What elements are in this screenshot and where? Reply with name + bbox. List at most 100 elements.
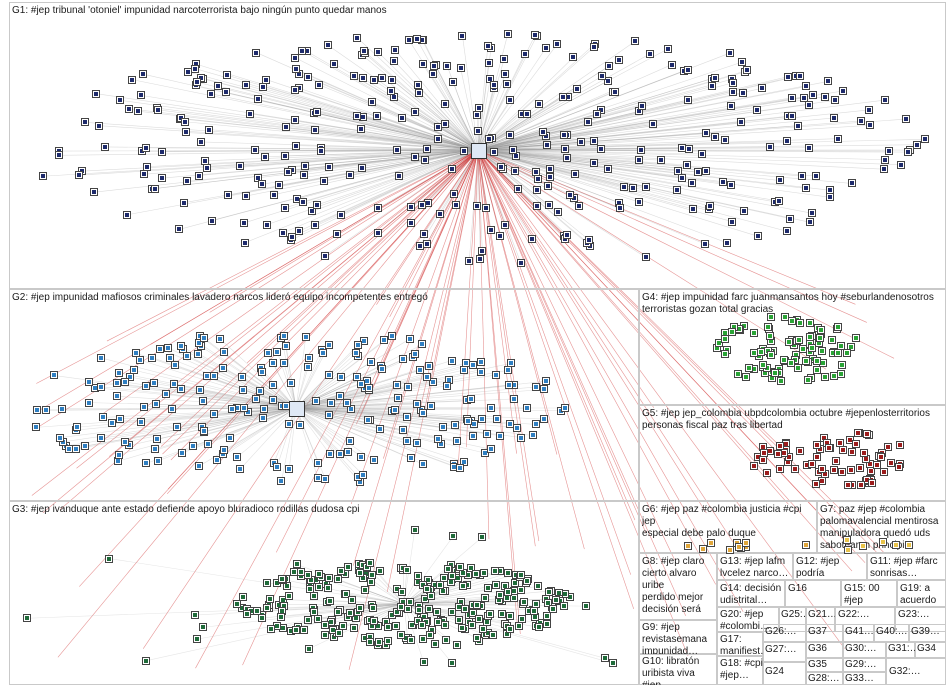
network-node [192, 635, 201, 644]
network-node [449, 78, 458, 86]
edge [391, 79, 479, 151]
network-node [506, 131, 515, 140]
network-node [315, 569, 324, 578]
network-node [294, 227, 303, 236]
edge [382, 77, 479, 151]
edge [223, 351, 297, 409]
edge [100, 357, 297, 409]
network-node [804, 100, 813, 109]
network-node [392, 621, 401, 630]
network-node [452, 641, 461, 650]
network-node [448, 607, 457, 616]
network-node [383, 623, 392, 632]
network-node [440, 100, 449, 109]
edge [282, 149, 479, 234]
network-node [269, 380, 278, 389]
edge [477, 117, 835, 151]
network-node [727, 181, 736, 190]
network-node [683, 95, 692, 104]
edge [195, 85, 479, 151]
edge-cross-group [477, 149, 789, 505]
network-node [179, 198, 188, 207]
network-node [369, 75, 378, 84]
group-label-g24: G24 [765, 666, 784, 677]
edge [274, 149, 479, 195]
edge [403, 569, 408, 605]
network-node [852, 439, 861, 448]
group-label-g6: G6: #jep paz #colombia justicia #cpi jep… [642, 504, 802, 539]
network-node [260, 404, 269, 413]
group-label-g35: G35 [808, 659, 827, 670]
edge [477, 138, 838, 151]
network-node [324, 41, 333, 50]
network-node [532, 420, 541, 429]
edge [301, 50, 479, 151]
network-node [737, 118, 746, 127]
network-node [376, 425, 385, 434]
network-node [391, 46, 400, 55]
network-node [291, 625, 300, 634]
edge [477, 149, 579, 207]
edge [295, 407, 562, 411]
network-node [236, 465, 245, 474]
edge-cross-group [246, 149, 479, 364]
edge [295, 407, 374, 461]
network-node [321, 474, 330, 483]
edge [328, 149, 479, 168]
edge [477, 149, 558, 213]
edge [187, 355, 297, 409]
network-node [436, 210, 445, 219]
edge-cross-group [100, 149, 479, 416]
network-node [426, 630, 435, 639]
edge [295, 365, 381, 409]
network-node [177, 384, 186, 393]
panel-g29 [843, 658, 886, 672]
network-node [459, 366, 468, 375]
network-node [243, 407, 252, 416]
edge [295, 407, 424, 414]
network-node [880, 467, 889, 476]
panel-g10 [639, 654, 717, 685]
edge [371, 101, 479, 151]
edge [403, 603, 586, 607]
network-node [757, 84, 766, 93]
network-node [288, 233, 297, 242]
network-node [136, 91, 145, 100]
network-node [597, 72, 606, 81]
network-node [857, 116, 866, 125]
edge [154, 382, 297, 409]
edge [203, 407, 297, 433]
network-node [143, 162, 152, 171]
network-node [337, 566, 346, 575]
network-node [503, 629, 512, 638]
edge [349, 149, 479, 176]
network-node [342, 399, 351, 408]
network-node [672, 185, 681, 194]
panel-g11 [867, 553, 946, 580]
network-node [481, 594, 490, 603]
network-node [825, 186, 834, 195]
edge [84, 407, 297, 447]
network-node [758, 455, 767, 464]
network-node [364, 416, 373, 425]
network-node [538, 127, 547, 136]
network-node [311, 220, 320, 229]
edge [477, 80, 608, 151]
network-node [387, 87, 396, 96]
edge [288, 149, 479, 172]
network-node [486, 75, 495, 84]
edge [295, 68, 479, 151]
edge [440, 149, 479, 215]
network-node [439, 423, 448, 432]
edge [295, 352, 324, 409]
network-node [485, 610, 494, 619]
edge [477, 43, 596, 151]
edge [295, 403, 417, 409]
network-node [393, 393, 402, 402]
edge [477, 113, 598, 151]
panel-g32 [886, 658, 946, 685]
edge [250, 113, 479, 151]
network-node [532, 201, 541, 210]
edge [118, 407, 297, 455]
network-node [829, 372, 838, 381]
